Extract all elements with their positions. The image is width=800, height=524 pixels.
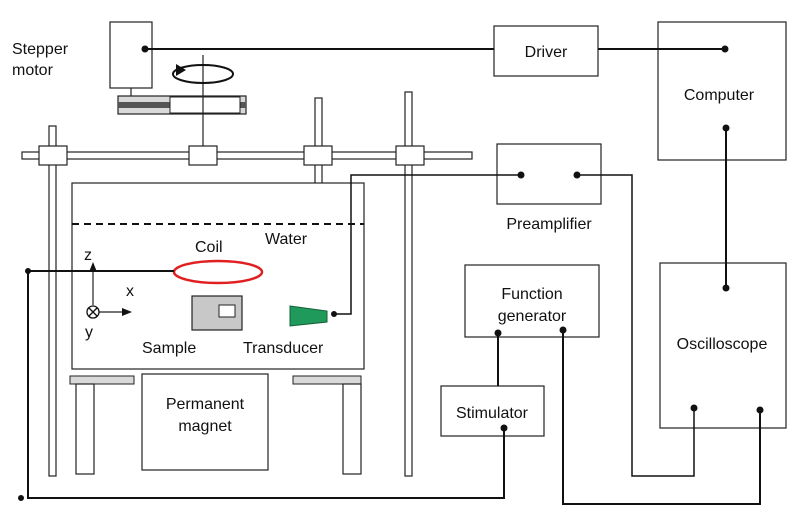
clamp-3 bbox=[303, 145, 333, 166]
oscilloscope-box bbox=[659, 262, 787, 429]
driver-label: Driver bbox=[525, 44, 568, 61]
stepper-motor bbox=[109, 21, 153, 100]
coil-label: Coil bbox=[195, 239, 223, 256]
computer-box bbox=[657, 21, 787, 161]
wire-coil-stimulator bbox=[27, 270, 505, 499]
function-generator-label-line2: generator bbox=[498, 308, 567, 325]
stimulator-box bbox=[440, 385, 545, 437]
vertical-rod-right bbox=[404, 91, 413, 477]
transducer bbox=[289, 305, 328, 327]
oscilloscope-label: Oscilloscope bbox=[677, 336, 768, 353]
water-label: Water bbox=[265, 231, 308, 248]
wire-preamplifier-oscilloscope bbox=[577, 174, 695, 477]
water-tank bbox=[71, 182, 365, 370]
connection-dots bbox=[18, 45, 764, 501]
support-top-right bbox=[292, 375, 362, 385]
preamplifier-box bbox=[496, 143, 602, 205]
permanent-magnet-label-line1: Permanent bbox=[166, 396, 245, 413]
driver-box bbox=[493, 25, 599, 77]
axis-z-label: z bbox=[84, 247, 92, 264]
axes-icon bbox=[86, 262, 132, 319]
permanent-magnet bbox=[141, 373, 269, 471]
stepper-motor-body bbox=[109, 21, 153, 89]
wire-transducer-preamplifier bbox=[334, 174, 521, 315]
support-top-left bbox=[69, 375, 135, 385]
permanent-magnet-label-line2: magnet bbox=[178, 418, 232, 435]
preamplifier-label: Preamplifier bbox=[506, 216, 592, 233]
sample-window bbox=[218, 304, 236, 318]
support-leg-right bbox=[342, 383, 362, 475]
wire-generator-oscilloscope bbox=[562, 330, 761, 505]
wires bbox=[27, 48, 761, 505]
computer-label: Computer bbox=[684, 87, 755, 104]
clamp-1 bbox=[38, 145, 68, 166]
pulley-wheel bbox=[169, 96, 241, 114]
support-leg-left bbox=[75, 383, 95, 475]
stepper-motor-label-line1: Stepper bbox=[12, 41, 69, 58]
axis-x-label: x bbox=[126, 283, 134, 300]
belt-pulley bbox=[117, 95, 247, 115]
clamp-4 bbox=[395, 145, 425, 166]
horizontal-rod bbox=[21, 151, 473, 160]
transducer-label: Transducer bbox=[243, 340, 324, 357]
function-generator-box bbox=[464, 264, 600, 338]
stimulator-label: Stimulator bbox=[456, 405, 529, 422]
clamp-2 bbox=[188, 145, 218, 166]
sample-label: Sample bbox=[142, 340, 196, 357]
function-generator-label-line1: Function bbox=[501, 286, 562, 303]
stepper-motor-label-line2: motor bbox=[12, 62, 54, 79]
rotation-arrow-icon bbox=[172, 64, 234, 84]
axis-y-label: y bbox=[85, 324, 93, 341]
vertical-rod-left bbox=[48, 125, 57, 477]
